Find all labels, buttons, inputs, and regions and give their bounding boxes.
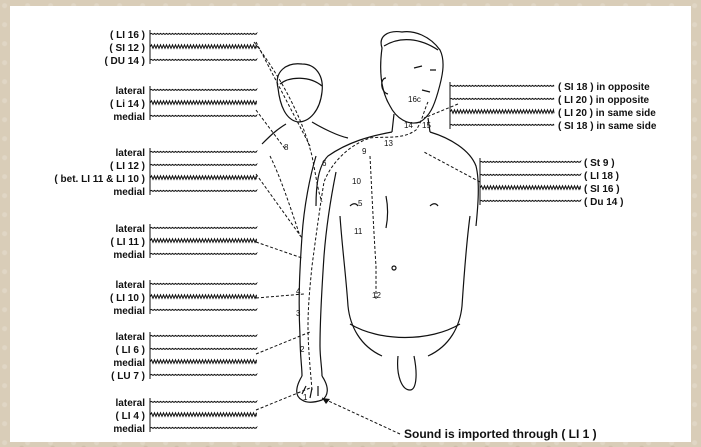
right-label-group: ( SI 18 ) in opposite ( LI 20 ) in opposi…: [450, 82, 657, 132]
left-trace-line: [150, 151, 257, 152]
right-label: ( St 9 ): [584, 158, 615, 169]
left-trace-line: [150, 239, 257, 243]
point-number: 14: [404, 121, 413, 130]
left-label: lateral: [116, 86, 146, 97]
right-label: ( SI 18 ) in opposite: [558, 82, 650, 93]
left-label-group: lateral ( LI 6 ) medial ( LU 7 ): [111, 332, 256, 382]
caption: Sound is imported through ( LI 1 ): [404, 427, 597, 441]
left-label: ( bet. LI 11 & LI 10 ): [54, 174, 145, 185]
left-label: lateral: [116, 148, 146, 159]
left-label: medial: [113, 187, 145, 198]
left-label: ( Li 14 ): [110, 99, 145, 110]
right-trace-line: [450, 85, 554, 86]
point-number: 16c: [408, 95, 421, 104]
right-label: ( LI 20 ) in same side: [558, 108, 656, 119]
right-trace-line: [480, 161, 581, 162]
left-label: ( LI 12 ): [110, 161, 145, 172]
point-number: 13: [384, 139, 393, 148]
left-label: lateral: [116, 398, 146, 409]
left-label: ( DU 14 ): [104, 56, 145, 67]
left-trace-line: [150, 33, 257, 34]
left-label: medial: [113, 424, 145, 435]
left-label: lateral: [116, 332, 146, 343]
right-label-group: ( St 9 ) ( LI 18 ) ( SI 16 ) ( Du 14 ): [480, 158, 623, 208]
point-number: 15: [422, 121, 431, 130]
left-label: lateral: [116, 280, 146, 291]
point-number: 1: [303, 393, 308, 402]
caption-group: Sound is imported through ( LI 1 ): [322, 398, 597, 441]
point-number: 3: [296, 309, 301, 318]
back-figure: [262, 64, 348, 144]
left-label: ( LI 4 ): [116, 411, 145, 422]
left-trace-line: [150, 101, 257, 105]
left-label-group: lateral ( LI 4 ) medial: [113, 398, 256, 435]
left-label-group: ( LI 16 ) ( SI 12 ) ( DU 14 ): [104, 30, 256, 67]
point-number: 2: [300, 345, 305, 354]
point-number: 8: [284, 143, 289, 152]
left-trace-line: [150, 335, 257, 336]
point-number: 9: [362, 147, 367, 156]
left-label: ( LI 6 ): [116, 345, 145, 356]
left-trace-line: [150, 89, 257, 90]
left-trace-line: [150, 401, 257, 402]
left-trace-line: [150, 283, 257, 284]
left-trace-line: [150, 190, 257, 191]
right-trace-line: [480, 174, 581, 175]
left-label: medial: [113, 112, 145, 123]
left-trace-line: [150, 360, 257, 364]
left-trace-line: [150, 413, 257, 417]
diagram-frame: 1 2 3 4 5 6 8 9 10 11 12 13 14 15 16c ( …: [10, 6, 691, 442]
left-trace-line: [150, 59, 257, 60]
right-trace-line: [450, 98, 554, 99]
left-trace-line: [150, 348, 257, 349]
left-trace-line: [150, 253, 257, 254]
left-label-group: lateral ( Li 14 ) medial: [110, 86, 257, 123]
left-label: lateral: [116, 224, 146, 235]
right-label-groups: ( SI 18 ) in opposite ( LI 20 ) in opposi…: [450, 82, 657, 208]
acupuncture-diagram: 1 2 3 4 5 6 8 9 10 11 12 13 14 15 16c ( …: [10, 6, 691, 442]
left-label: medial: [113, 306, 145, 317]
left-trace-line: [150, 309, 257, 310]
left-label-group: lateral ( LI 12 ) ( bet. LI 11 & LI 10 ) me…: [54, 148, 256, 198]
left-label: medial: [113, 250, 145, 261]
right-label: ( SI 18 ) in same side: [558, 121, 657, 132]
point-number: 10: [352, 177, 361, 186]
left-trace-line: [150, 227, 257, 228]
left-trace-line: [150, 295, 257, 299]
left-trace-line: [150, 45, 257, 49]
right-trace-line: [480, 186, 581, 190]
right-trace-line: [450, 124, 554, 125]
right-label: ( LI 18 ): [584, 171, 619, 182]
right-trace-line: [450, 110, 554, 114]
left-label: ( LI 11 ): [111, 237, 145, 248]
left-trace-line: [150, 374, 257, 375]
left-label: ( LU 7 ): [111, 371, 145, 382]
left-trace-line: [150, 176, 257, 180]
left-label: ( LI 16 ): [110, 30, 145, 41]
point-number: 5: [358, 199, 363, 208]
right-label: ( LI 20 ) in opposite: [558, 95, 650, 106]
left-label-group: lateral ( LI 10 ) medial: [110, 280, 257, 317]
left-label: ( SI 12 ): [109, 43, 145, 54]
right-trace-line: [480, 200, 581, 201]
right-label: ( SI 16 ): [584, 184, 620, 195]
left-label-groups: ( LI 16 ) ( SI 12 ) ( DU 14 ) lateral ( Li 1…: [54, 30, 256, 435]
left-trace-line: [150, 164, 257, 165]
point-number: 12: [372, 291, 381, 300]
left-label: medial: [113, 358, 145, 369]
left-label-group: lateral ( LI 11 ) medial: [111, 224, 257, 261]
point-number: 6: [322, 159, 327, 168]
left-trace-line: [150, 427, 257, 428]
left-label: ( LI 10 ): [110, 293, 145, 304]
left-trace-line: [150, 115, 257, 116]
point-number: 11: [354, 227, 363, 236]
right-label: ( Du 14 ): [584, 197, 623, 208]
